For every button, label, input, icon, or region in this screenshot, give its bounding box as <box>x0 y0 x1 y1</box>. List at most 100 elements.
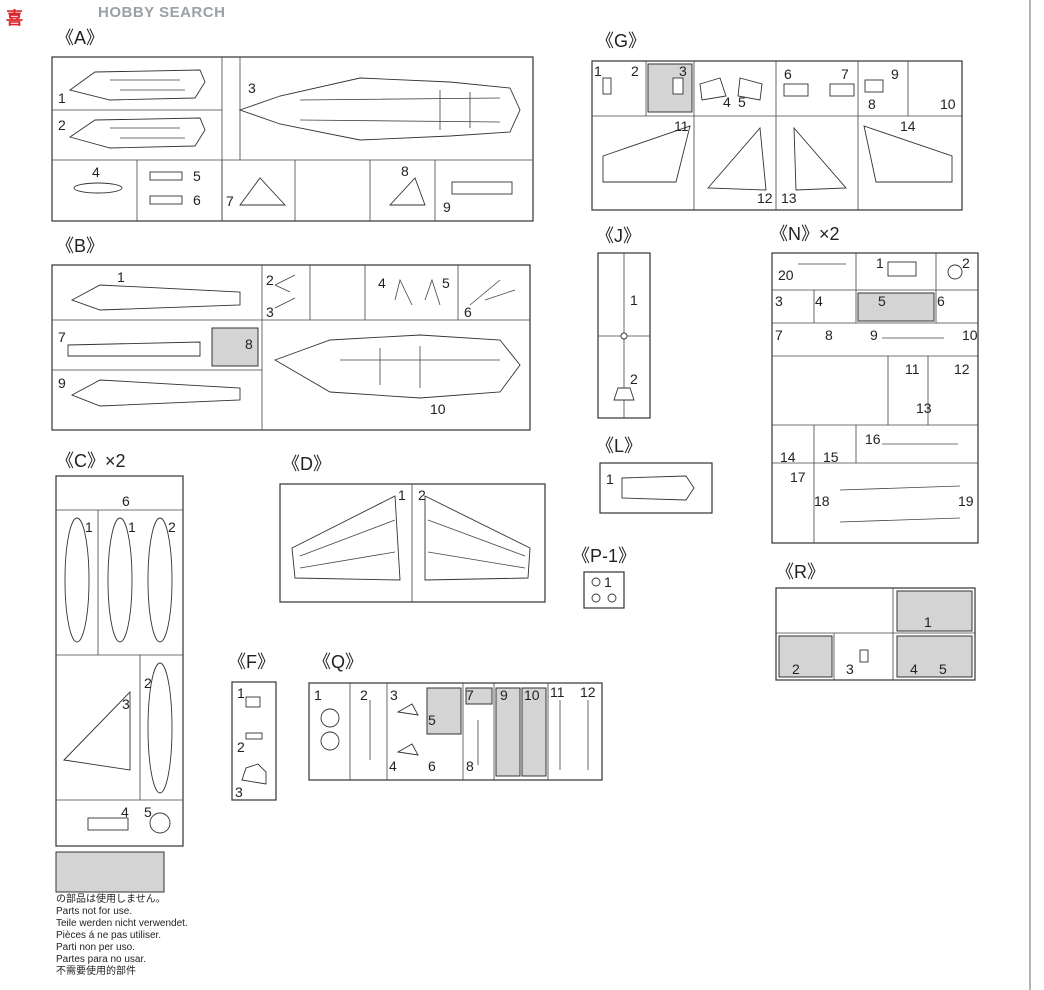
part-p1-number: 1 <box>604 574 612 590</box>
sprue-d <box>279 483 546 603</box>
part-number: 1 <box>594 63 602 79</box>
sprue-j-label: 《J》 <box>596 226 641 246</box>
part-number: 20 <box>778 267 794 283</box>
part-b5 <box>424 278 441 306</box>
part-c2b <box>147 662 173 794</box>
part-number: 4 <box>389 758 397 774</box>
part-a3 <box>238 77 521 141</box>
part-a5 <box>149 171 183 181</box>
sprue-p <box>583 571 625 609</box>
part-number: 3 <box>248 80 256 96</box>
part-q10-unused <box>521 687 547 777</box>
part-number: 1 <box>117 269 125 285</box>
sprue-q <box>308 682 603 781</box>
part-c2a <box>147 517 173 643</box>
part-number: 7 <box>775 327 783 343</box>
part-number: 6 <box>193 192 201 208</box>
part-number: 3 <box>122 696 130 712</box>
part-number: 6 <box>464 304 472 320</box>
sprue-a-part-numbers: 1 2 3 4 5 6 7 8 9 <box>58 80 451 215</box>
sprue-j <box>597 252 651 419</box>
part-number: 2 <box>58 117 66 133</box>
part-f3 <box>241 763 267 785</box>
part-number: 5 <box>428 712 436 728</box>
part-number: 8 <box>245 336 253 352</box>
sprue-f-label: 《F》 <box>228 652 275 672</box>
part-r2-unused <box>778 635 833 678</box>
part-number: 9 <box>891 66 899 82</box>
part-number: 9 <box>500 687 508 703</box>
part-a2 <box>68 117 206 149</box>
part-number: 5 <box>939 661 947 677</box>
part-f1 <box>245 696 261 708</box>
part-a8 <box>388 177 426 206</box>
part-b6 <box>469 279 516 306</box>
part-number: 11 <box>674 118 689 134</box>
sprue-l-label: 《L》 <box>596 436 642 456</box>
part-c1b <box>107 517 133 643</box>
sprue-b-part-numbers: 1 2 3 4 5 6 7 8 9 10 <box>58 269 472 417</box>
part-a6 <box>149 195 183 205</box>
part-g14 <box>863 125 953 183</box>
sprue-c <box>55 475 184 893</box>
legend-line-en: Parts not for use. <box>56 906 133 917</box>
part-number: 4 <box>723 94 731 110</box>
part-j2 <box>613 387 635 401</box>
legend-line-ja: の部品は使用しません。 <box>56 894 166 905</box>
part-n1 <box>887 261 917 277</box>
part-c1a <box>64 517 90 643</box>
sprue-a-label: 《A》 <box>56 28 104 48</box>
part-number: 4 <box>121 804 129 820</box>
part-number: 3 <box>775 293 783 309</box>
part-number: 2 <box>631 63 639 79</box>
part-number: 1 <box>630 292 638 308</box>
part-number: 6 <box>937 293 945 309</box>
part-number: 16 <box>865 431 881 447</box>
part-b9 <box>70 379 241 407</box>
part-number: 2 <box>360 687 368 703</box>
part-number: 4 <box>910 661 918 677</box>
part-number: 2 <box>792 661 800 677</box>
part-q3 <box>396 703 419 716</box>
part-b7 <box>67 341 201 357</box>
part-number: 3 <box>266 304 274 320</box>
sprue-g-part-numbers: 1 2 3 4 5 6 7 8 9 10 11 12 13 14 <box>594 63 956 206</box>
sprue-r <box>775 587 976 681</box>
sprue-f <box>231 681 277 801</box>
part-number: 1 <box>128 519 136 535</box>
part-g3 <box>672 77 684 95</box>
part-number: 5 <box>442 275 450 291</box>
part-q7-unused <box>465 687 493 705</box>
part-number: 4 <box>92 164 100 180</box>
part-b10 <box>273 334 521 399</box>
sprue-c-label: 《C》×2 <box>56 451 126 471</box>
part-r4-unused <box>896 635 973 678</box>
part-number: 11 <box>550 684 565 700</box>
part-number: 1 <box>398 487 406 503</box>
part-number: 7 <box>58 329 66 345</box>
part-number: 10 <box>430 401 446 417</box>
part-number: 5 <box>144 804 152 820</box>
part-number: 2 <box>630 371 638 387</box>
watermark-site-name: HOBBY SEARCH <box>98 4 226 21</box>
part-n19 <box>839 485 961 523</box>
part-number: 12 <box>757 190 773 206</box>
part-number: 6 <box>122 493 130 509</box>
part-b4 <box>394 278 413 306</box>
part-number: 8 <box>466 758 474 774</box>
sprue-f-part-numbers: 1 2 3 <box>235 685 245 800</box>
sprue-n-label: 《N》×2 <box>770 224 840 244</box>
legend-line-fr: Pièces á ne pas utiliser. <box>56 930 162 941</box>
part-number: 2 <box>237 739 245 755</box>
part-number: 7 <box>466 687 474 703</box>
part-number: 1 <box>314 687 322 703</box>
part-number: 7 <box>226 193 234 209</box>
part-number: 2 <box>418 487 426 503</box>
part-number: 4 <box>378 275 386 291</box>
part-number: 1 <box>876 255 884 271</box>
part-d1 <box>291 495 401 581</box>
part-c3 <box>63 690 131 771</box>
sprue-j-part-numbers: 1 2 <box>630 292 638 387</box>
part-number: 2 <box>962 255 970 271</box>
sprue-r-part-numbers: 1 2 3 4 5 <box>792 614 947 677</box>
